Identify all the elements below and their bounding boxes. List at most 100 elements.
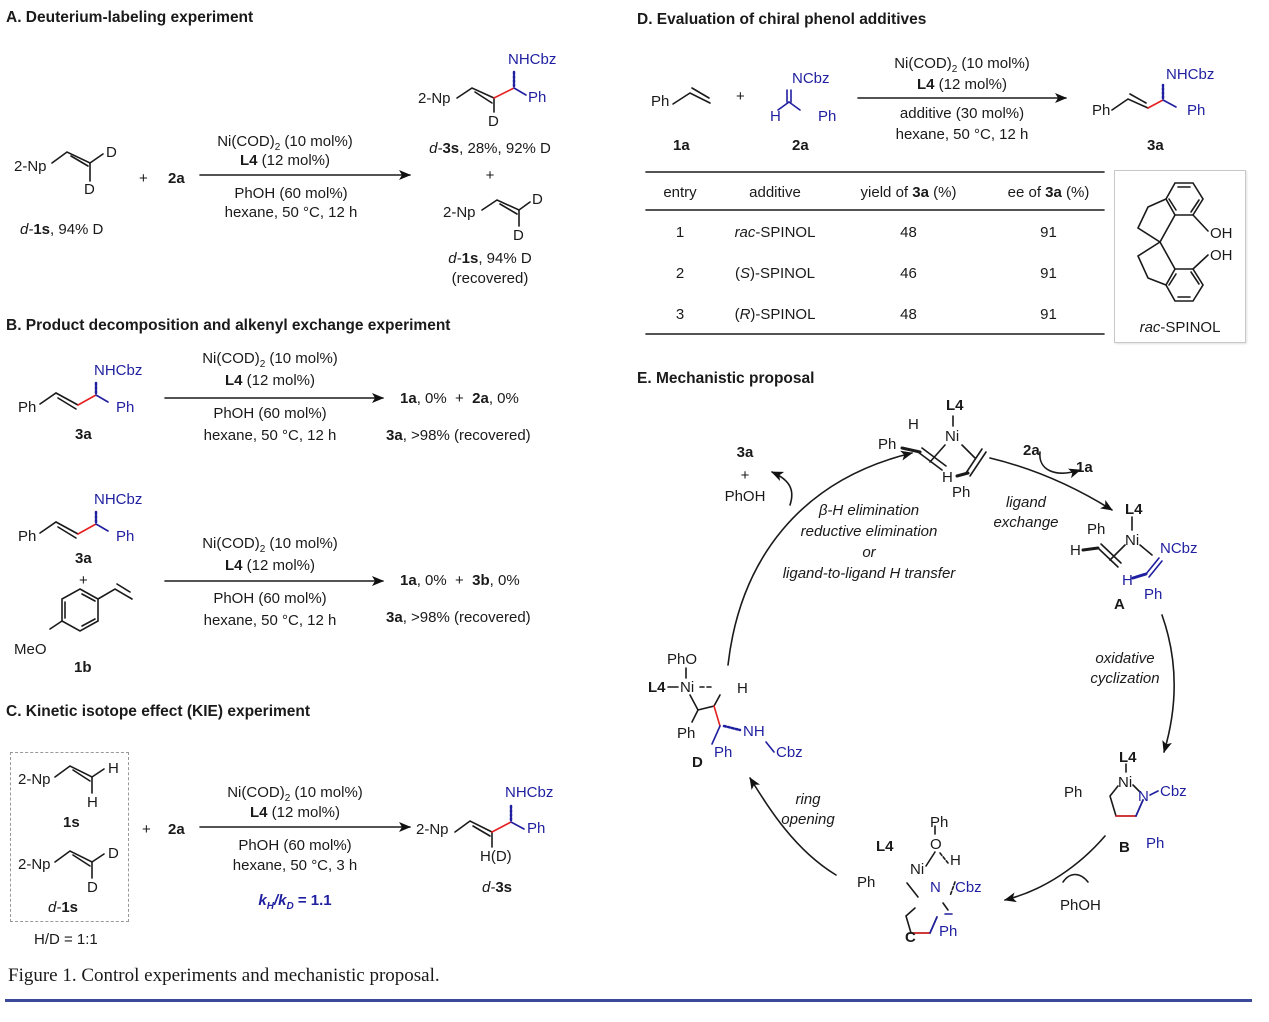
spinol-oh1: OH <box>1210 225 1233 242</box>
top-complex-L4: L4 <box>946 397 964 414</box>
sectionA-cond-4: hexane, 50 °C, 12 h <box>224 204 358 221</box>
sectionB-rxn2-cond-4: hexane, 50 °C, 12 h <box>203 612 337 629</box>
top-complex-Ni: Ni <box>945 428 960 445</box>
sectionC-d1s-label: d-1s <box>48 900 78 915</box>
text-fragment: (10 mol%) <box>265 535 338 552</box>
sectionA-recovered-group: 2-Np <box>443 204 476 221</box>
sectionB-rxn1-cond-2: L4 (12 mol%) <box>225 373 315 388</box>
text-fragment: (12 mol%) <box>257 152 331 169</box>
step-left-1: β-H elimination <box>818 502 920 519</box>
sectionA-recovered-note: (recovered) <box>451 270 529 287</box>
text-fragment: )-SPINOL <box>750 265 816 282</box>
text-fragment: L4 <box>224 557 243 574</box>
step-phoh: PhOH <box>1060 897 1101 914</box>
sectionC-reagent: 2a <box>168 821 185 838</box>
sectionD-alkene-label: 1a <box>673 137 690 154</box>
intA-H: H <box>1070 542 1081 559</box>
sectionD-product-ph1: Ph <box>1092 102 1111 119</box>
sectionD-imine-n: NCbz <box>792 70 830 87</box>
text-fragment: (10 mol%) <box>265 350 338 367</box>
cycle-arc-ring-opening <box>749 777 837 876</box>
caption-rule <box>5 999 1252 1002</box>
sectionB-rxn1-substrate-bonds <box>39 379 109 410</box>
sectionA-plus: + <box>139 170 148 187</box>
sectionB-rxn1-cond-4: hexane, 50 °C, 12 h <box>203 427 337 444</box>
sectionB-styrene-label: 1b <box>74 659 92 676</box>
sectionA-substrate-bonds <box>51 151 104 182</box>
th-additive: additive <box>749 183 801 201</box>
th-yield: yield of 3a (%) <box>836 172 981 212</box>
intC-Ph-top: Ph <box>930 814 949 831</box>
sectionB-rxn2-cond-1: Ni(COD)2 (10 mol%) <box>202 536 338 555</box>
substrate-mixture-box <box>10 752 129 922</box>
text-fragment: (10 mol%) <box>957 55 1030 72</box>
release-plus: + <box>740 467 750 484</box>
sectionC-1s-label: 1s <box>63 814 80 831</box>
exchange-side-arrow <box>1039 451 1081 479</box>
text-fragment: ( <box>734 265 740 282</box>
text-fragment: 1a <box>400 390 417 407</box>
cell-entry: 2 <box>675 265 685 282</box>
intC-L4: L4 <box>876 838 894 855</box>
sectionC-1s-H2: H <box>87 794 98 811</box>
sectionC-cond-4: hexane, 50 °C, 3 h <box>232 857 358 874</box>
sectionC-1s-group: 2-Np <box>18 771 51 788</box>
text-fragment: k <box>258 892 267 909</box>
sectionB-rxn2-ph1: Ph <box>18 528 37 545</box>
text-fragment: , 28%, 92% D <box>459 140 551 157</box>
cell-entry: 3 <box>675 306 685 323</box>
text-fragment: k <box>278 892 287 909</box>
table-header-row: entry additive yield of 3a (%) ee of 3a … <box>646 172 1116 212</box>
text-fragment: 3s <box>495 879 513 896</box>
step-oxidative-2: cyclization <box>1090 670 1160 687</box>
text-fragment: (10 mol%) <box>290 784 363 801</box>
outgoing-1a: 1a <box>1076 459 1093 476</box>
sectionA-plus2: + <box>485 167 495 184</box>
sectionB-styrene-bonds <box>49 583 133 632</box>
release-product: 3a <box>736 444 754 461</box>
sectionB-rxn2-cond-2: L4 (12 mol%) <box>225 558 315 573</box>
text-fragment: 2 <box>259 544 266 555</box>
text-fragment: 2 <box>951 64 958 75</box>
spinol-oh2: OH <box>1210 247 1233 264</box>
spinol-bonds <box>1136 182 1209 302</box>
text-fragment: Ni(COD) <box>202 350 260 367</box>
sectionC-cond-1: Ni(COD)2 (10 mol%) <box>227 785 363 804</box>
th-entry: entry <box>663 183 697 201</box>
sectionC-product-ph: Ph <box>527 820 546 837</box>
spinol-label: rac-SPINOL <box>1140 320 1221 335</box>
step-left-4: ligand-to-ligand H transfer <box>782 565 956 582</box>
text-fragment: / <box>273 892 279 909</box>
top-complex-Ph1: Ph <box>878 436 897 453</box>
sectionE-title: E. Mechanistic proposal <box>637 370 815 387</box>
intD-label: D <box>692 754 703 771</box>
text-fragment: Ni(COD) <box>227 784 285 801</box>
sectionB-rxn1-result2: 3a, >98% (recovered) <box>386 428 531 443</box>
text-fragment: , 0% + <box>416 390 473 407</box>
text-fragment: 1s <box>61 899 79 916</box>
text-fragment: 3a <box>1045 183 1062 201</box>
text-fragment: 2 <box>259 359 266 370</box>
text-fragment: d- <box>429 140 443 157</box>
cell-ee: 91 <box>1040 306 1057 323</box>
text-fragment: (12 mol%) <box>267 804 341 821</box>
sectionA-recovered-D1: D <box>532 191 543 208</box>
sectionA-product-D: D <box>488 113 499 130</box>
intA-bonds <box>1081 516 1163 580</box>
table-row: 3 (R)-SPINOL 48 91 <box>646 294 1116 335</box>
top-complex-H1: H <box>908 416 919 433</box>
text-fragment: 3a <box>386 427 403 444</box>
sectionA-recovered-label: d-1s, 94% D <box>448 251 531 266</box>
text-fragment: Control experiments and mechanistic prop… <box>76 965 440 986</box>
sectionD-product-bonds <box>1111 83 1177 111</box>
sectionB-title: B. Product decomposition and alkenyl exc… <box>6 317 451 334</box>
cell-yield: 46 <box>900 265 917 282</box>
text-fragment: H <box>266 901 274 912</box>
step-ring-1: ring <box>795 791 821 808</box>
sectionA-product-ph: Ph <box>528 89 547 106</box>
sectionC-cond-3: PhOH (60 mol%) <box>238 837 352 854</box>
release-phoh: PhOH <box>724 488 766 505</box>
text-fragment: d- <box>448 250 462 267</box>
intB-bonds <box>1109 763 1159 817</box>
top-complex-Ph2: Ph <box>952 484 971 501</box>
